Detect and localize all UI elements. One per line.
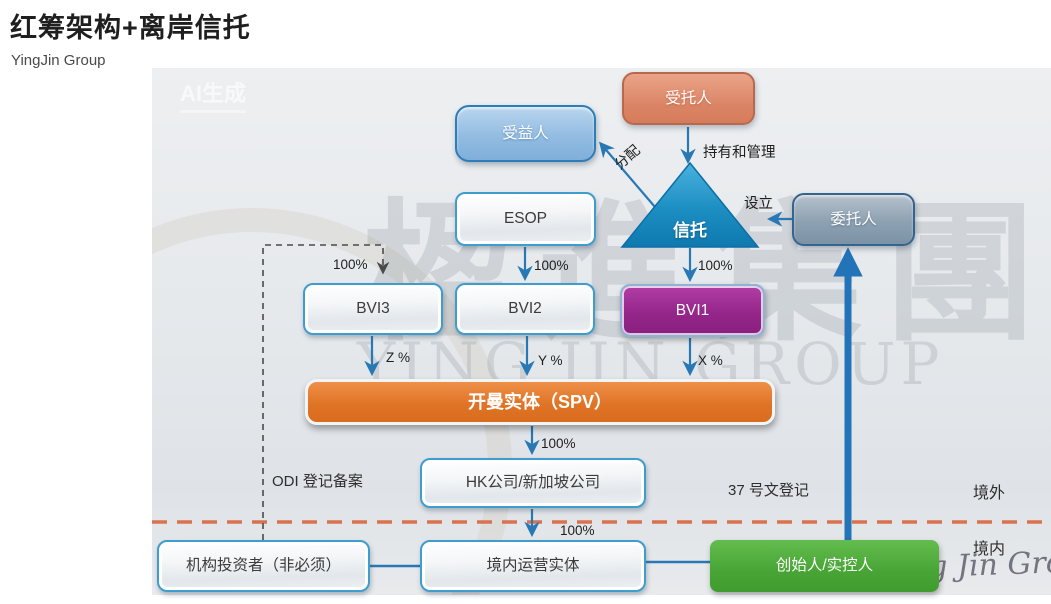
- label-onshore: 境内: [973, 541, 1006, 558]
- label-pct-trust-bvi1: 100%: [698, 258, 733, 273]
- node-institutional-investor: 机构投资者（非必须）: [157, 540, 370, 592]
- diagram-panel: AI生成 楹進集團 YING JIN GROUP Ying Jin Group: [152, 68, 1051, 595]
- label-pct-y: Y %: [538, 353, 563, 368]
- node-cayman-spv: 开曼实体（SPV）: [305, 379, 775, 425]
- page-title: 红筹架构+离岸信托: [10, 13, 251, 43]
- label-pct-spv-hk: 100%: [541, 436, 576, 451]
- label-offshore: 境外: [973, 485, 1006, 502]
- label-pct-esop-bvi2: 100%: [534, 258, 569, 273]
- node-hk-singapore: HK公司/新加坡公司: [420, 458, 646, 508]
- node-settlor: 委托人: [792, 193, 915, 246]
- label-pct-hk-domestic: 100%: [560, 523, 595, 538]
- label-pct-x: X %: [698, 353, 723, 368]
- node-bvi2: BVI2: [455, 283, 595, 335]
- label-pct-z: Z %: [386, 350, 411, 365]
- label-setup: 设立: [744, 196, 773, 212]
- node-beneficiary: 受益人: [455, 105, 596, 162]
- node-trustee: 受托人: [622, 72, 755, 125]
- label-odi-registration: ODI 登记备案: [272, 473, 363, 490]
- node-bvi1: BVI1: [620, 284, 765, 337]
- page-subtitle: YingJin Group: [11, 52, 106, 69]
- node-domestic-entity: 境内运营实体: [420, 540, 646, 592]
- node-trust-label: 信托: [673, 221, 707, 240]
- label-hold-manage: 持有和管理: [703, 145, 776, 161]
- label-circular37-registration: 37 号文登记: [728, 482, 809, 499]
- node-esop: ESOP: [455, 192, 596, 246]
- ai-generated-watermark: AI生成: [180, 76, 247, 113]
- node-founder: 创始人/实控人: [710, 540, 939, 592]
- node-bvi3: BVI3: [303, 283, 443, 335]
- label-pct-dashed-bvi3: 100%: [333, 257, 368, 272]
